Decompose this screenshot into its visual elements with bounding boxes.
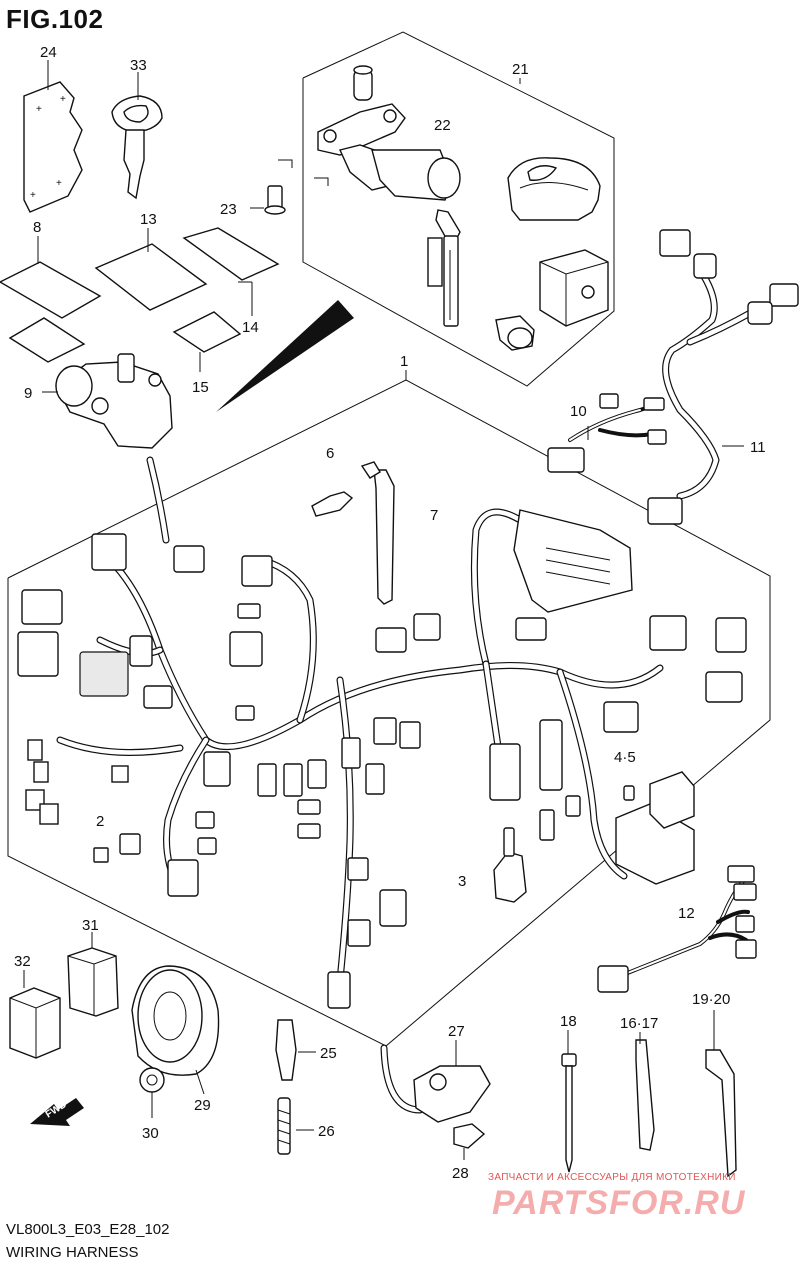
watermark-site: PARTSFOR.RU	[492, 1184, 746, 1222]
callout-labels: 24 33 21 22 23 8 13 14 15 9 1 10 11 6 7 …	[14, 44, 766, 1182]
callout-6: 6	[326, 445, 334, 462]
callout-15: 15	[192, 379, 209, 396]
callout-31: 31	[82, 917, 99, 934]
callout-27: 27	[448, 1023, 465, 1040]
figure-name: WIRING HARNESS	[6, 1244, 139, 1261]
callout-18: 18	[560, 1013, 577, 1030]
main-harness-frame	[7, 370, 771, 1047]
svg-text:+: +	[36, 104, 42, 115]
callout-4-5: 4·5	[614, 749, 636, 766]
svg-text:+: +	[60, 94, 66, 105]
callout-28: 28	[452, 1165, 469, 1182]
callout-2: 2	[96, 813, 104, 830]
label-sheets	[0, 227, 280, 372]
callout-32: 32	[14, 953, 31, 970]
sub-harness-12	[597, 865, 757, 993]
callout-10: 10	[570, 403, 587, 420]
callout-25: 25	[320, 1045, 337, 1062]
harness-connectors	[17, 461, 747, 1009]
callout-26: 26	[318, 1123, 335, 1140]
svg-text:+: +	[56, 178, 62, 189]
callout-23: 23	[220, 201, 237, 218]
model-code: VL800L3_E03_E28_102	[6, 1221, 170, 1238]
callout-16-17: 16·17	[620, 1015, 658, 1032]
ignition-switch-set-box	[278, 31, 615, 387]
callout-21: 21	[512, 61, 529, 78]
part-23-bolt	[250, 185, 286, 215]
callout-13: 13	[140, 211, 157, 228]
callout-30: 30	[142, 1125, 159, 1142]
part-9-switch	[42, 353, 173, 449]
callout-3: 3	[458, 873, 466, 890]
callout-11: 11	[750, 439, 766, 456]
svg-text:+: +	[30, 190, 36, 201]
callout-22: 22	[434, 117, 451, 134]
callout-9: 9	[24, 385, 32, 402]
callout-24: 24	[40, 44, 57, 61]
callout-7: 7	[430, 507, 438, 524]
callout-12: 12	[678, 905, 695, 922]
callout-8: 8	[33, 219, 41, 236]
watermark-tagline: ЗАПЧАСТИ И АКСЕССУАРЫ ДЛЯ МОТОТЕХНИКИ	[488, 1172, 736, 1183]
callout-33: 33	[130, 57, 147, 74]
part-33-key	[111, 72, 163, 200]
callout-29: 29	[194, 1097, 211, 1114]
fwd-direction-marker: FWD	[30, 1098, 84, 1126]
figure-title: FIG.102	[6, 4, 104, 34]
callout-1: 1	[400, 353, 408, 370]
sub-harness-10-11	[547, 229, 799, 525]
callout-14: 14	[242, 319, 259, 336]
part-24-pad: + + + +	[23, 60, 83, 213]
direction-wedge	[216, 300, 354, 412]
bottom-parts	[9, 932, 737, 1178]
callout-19-20: 19·20	[692, 991, 730, 1008]
